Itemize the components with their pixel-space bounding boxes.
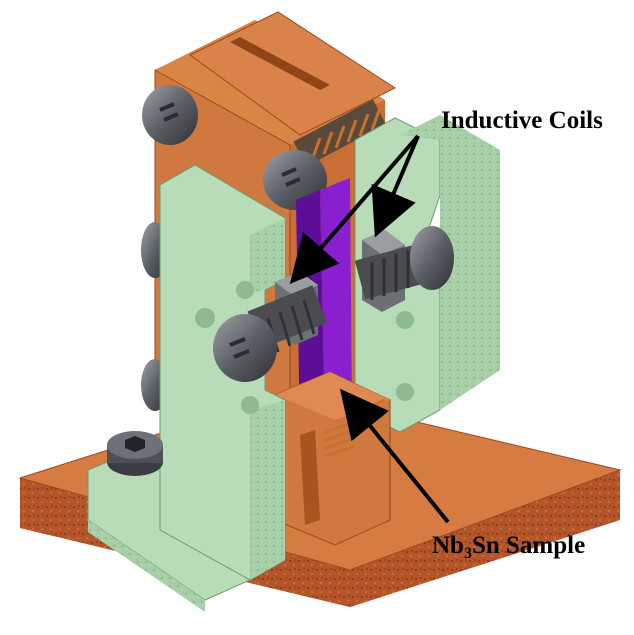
- arrow-coil-right: [371, 135, 420, 238]
- inductive-coils-label: Inductive Coils: [441, 107, 603, 134]
- sample-label-subscript: 3: [463, 545, 472, 562]
- sample-label: Nb3Sn Sample: [432, 532, 585, 563]
- arrows: [289, 134, 450, 524]
- copper-center-block: [274, 371, 391, 546]
- socket-screw: [107, 431, 163, 476]
- screw-back-top: [142, 85, 198, 145]
- screw-right: [354, 226, 454, 300]
- arrow-sample: [339, 388, 450, 524]
- sample-label-suffix: Sn Sample: [471, 532, 586, 559]
- arrow-coil-left: [289, 134, 420, 285]
- sample-label-prefix: Nb: [432, 532, 464, 559]
- screw-front: [213, 285, 328, 382]
- green-bracket-left: [87, 164, 286, 612]
